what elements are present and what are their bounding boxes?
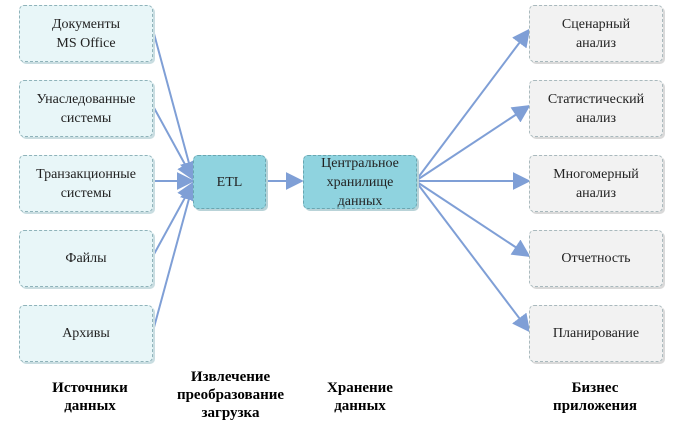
etl-box: ETL bbox=[193, 155, 266, 209]
app-box-planning: Планирование bbox=[529, 305, 663, 362]
app-box-scenario-analysis: Сценарный анализ bbox=[529, 5, 663, 62]
app-box-multidimensional-analysis: Многомерный анализ bbox=[529, 155, 663, 212]
source-box-files: Файлы bbox=[19, 230, 153, 287]
source-box-legacy-systems: Унаследованные системы bbox=[19, 80, 153, 137]
source-box-archives: Архивы bbox=[19, 305, 153, 362]
caption-business-applications: Бизнес приложения bbox=[553, 380, 637, 414]
app-box-statistical-analysis: Статистический анализ bbox=[529, 80, 663, 137]
arrow-source-4-to-etl bbox=[152, 181, 194, 257]
arrow-source-2-to-etl bbox=[152, 105, 194, 181]
source-box-ms-office: Документы MS Office bbox=[19, 5, 153, 62]
arrow-warehouse-to-app-2 bbox=[416, 105, 531, 181]
caption-extract-transform-load: Извлечение преобразование загрузка bbox=[176, 369, 285, 421]
central-warehouse-box: Центральное хранилище данных bbox=[303, 155, 417, 209]
caption-data-storage: Хранение данных bbox=[327, 380, 393, 414]
caption-data-sources: Источники данных bbox=[52, 380, 128, 414]
arrow-warehouse-to-app-1 bbox=[416, 28, 531, 180]
arrow-source-1-to-etl bbox=[152, 29, 198, 180]
arrow-warehouse-to-app-4 bbox=[416, 181, 531, 257]
source-box-transactional-systems: Транзакционные системы bbox=[19, 155, 153, 212]
app-box-reporting: Отчетность bbox=[529, 230, 663, 287]
arrow-source-5-to-etl bbox=[152, 182, 198, 332]
arrow-warehouse-to-app-5 bbox=[416, 182, 531, 333]
